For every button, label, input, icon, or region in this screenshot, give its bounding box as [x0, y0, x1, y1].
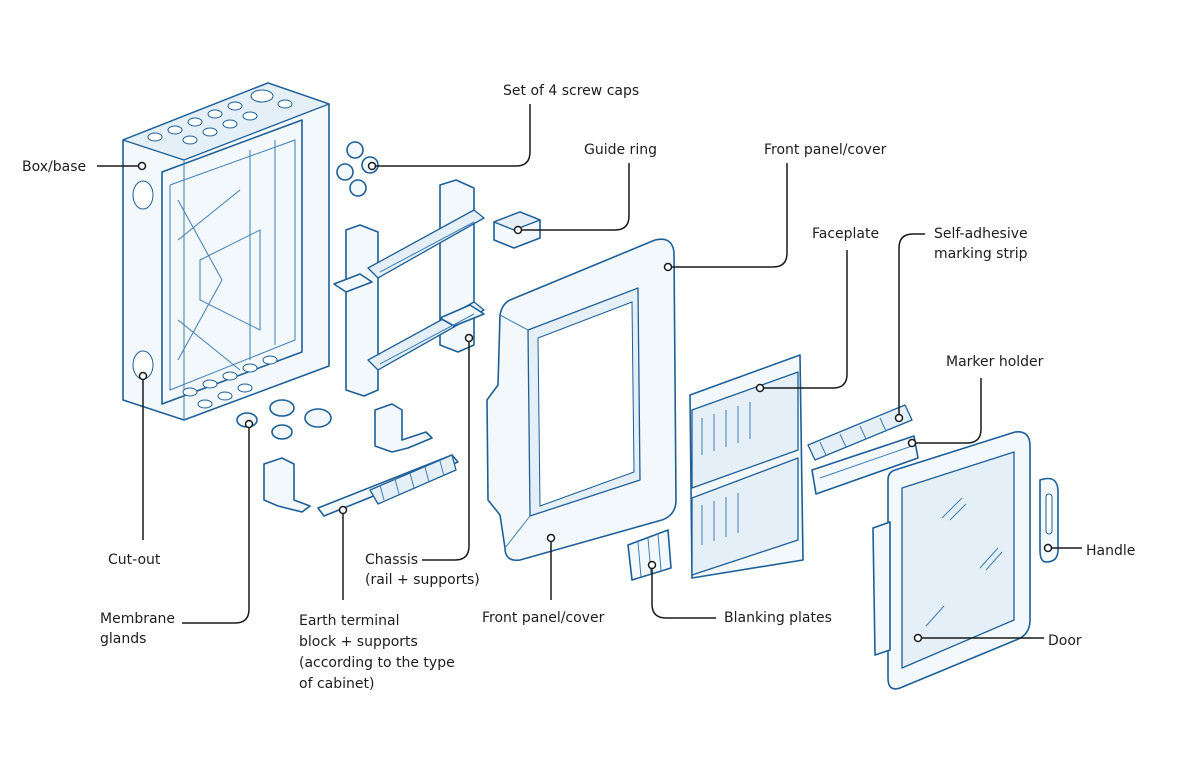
label-faceplate: Faceplate [812, 226, 879, 242]
label-earth-terminal-3: (according to the type [299, 655, 455, 671]
label-front-panel-bottom: Front panel/cover [482, 610, 605, 626]
blanking-plates-part [627, 529, 672, 581]
label-door: Door [1048, 633, 1082, 649]
label-marking-strip-1: Self-adhesive [934, 226, 1028, 242]
marker-holder-part [811, 435, 919, 495]
box-bottom-holes [182, 355, 278, 409]
box-top-holes [147, 89, 293, 145]
label-guide-ring: Guide ring [584, 142, 657, 158]
chassis-part [333, 179, 485, 397]
label-chassis-1: Chassis [365, 552, 418, 568]
leader-marking-strip [898, 233, 925, 418]
label-marking-strip-2: marking strip [934, 246, 1028, 262]
label-membrane-glands-2: glands [100, 631, 146, 647]
label-cut-out: Cut-out [108, 552, 161, 568]
leader-faceplate [760, 250, 848, 389]
label-blanking-plates: Blanking plates [724, 610, 832, 626]
leader-membrane-glands [182, 424, 250, 624]
membrane-glands-part [236, 399, 332, 440]
leader-front-panel-top [668, 163, 788, 268]
label-box-base: Box/base [22, 159, 86, 175]
leader-chassis [422, 338, 470, 561]
leader-screw-caps [372, 104, 531, 167]
label-membrane-glands-1: Membrane [100, 611, 175, 627]
leader-dots [137, 161, 1053, 643]
label-earth-terminal-1: Earth terminal [299, 613, 399, 629]
label-chassis-2: (rail + supports) [365, 572, 480, 588]
front-panel-part [486, 238, 677, 562]
leader-marker-holder [912, 378, 982, 444]
screw-caps-part [336, 141, 379, 197]
label-earth-terminal-2: block + supports [299, 634, 418, 650]
leader-blanking-plates [651, 565, 716, 619]
door-part [872, 430, 1031, 690]
box-base-part [122, 82, 330, 421]
handle-part [1039, 477, 1059, 563]
leader-guide-ring [518, 163, 630, 231]
label-handle: Handle [1086, 543, 1135, 559]
label-front-panel-top: Front panel/cover [764, 142, 887, 158]
label-marker-holder: Marker holder [946, 354, 1044, 370]
label-earth-terminal-4: of cabinet) [299, 676, 374, 692]
terminal-supports-part [263, 403, 433, 513]
earth-terminal-block-part [317, 454, 459, 517]
cut-out-top [132, 180, 154, 210]
marking-strip-part [807, 404, 913, 461]
faceplate-part [689, 354, 804, 579]
leader-lines [97, 104, 1082, 639]
labels: Box/base Cut-out Membrane glands Earth t… [22, 83, 1135, 692]
label-screw-caps: Set of 4 screw caps [503, 83, 639, 99]
